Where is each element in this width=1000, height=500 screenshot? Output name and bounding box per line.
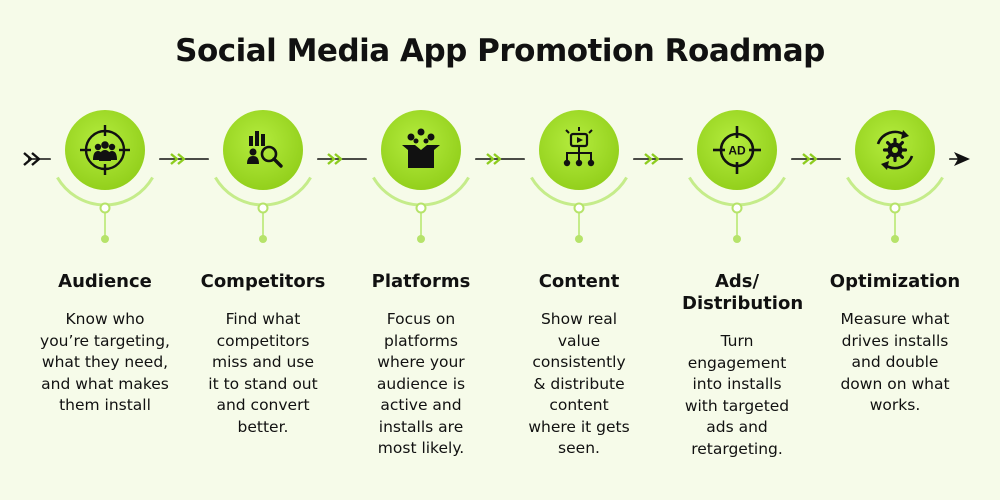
start-arrow-icon	[23, 152, 41, 166]
step-description-competitors: Find what competitors miss and use it to…	[208, 310, 318, 436]
step-node-2	[208, 95, 318, 243]
step-node-1	[50, 95, 160, 243]
end-arrow-icon	[954, 152, 970, 166]
content-distribution-icon	[563, 127, 595, 167]
step-title-platforms: Platforms	[371, 271, 471, 292]
step-title-content: Content	[538, 271, 620, 292]
step-description-audience: Know who you’re targeting, what they nee…	[40, 310, 170, 414]
social-platforms-box-icon	[402, 128, 440, 168]
step-description-platforms: Focus on platforms where your audience i…	[376, 310, 466, 457]
audience-target-icon	[80, 125, 130, 175]
optimization-gear-icon	[876, 130, 914, 170]
step-title-audience: Audience	[58, 271, 152, 292]
step-title-ads-distribution: Ads/ Distribution	[682, 271, 804, 314]
connector-chevrons	[170, 153, 818, 165]
step-description-optimization: Measure what drives installs and double …	[840, 310, 950, 414]
step-title-optimization: Optimization	[829, 271, 961, 292]
svg-text:AD: AD	[728, 144, 746, 158]
step-node-4	[524, 95, 634, 243]
step-description-ads-distribution: Turn engagement into installs with targe…	[684, 332, 790, 458]
page-title: Social Media App Promotion Roadmap	[175, 33, 825, 69]
step-node-3	[366, 95, 476, 243]
step-description-content: Show real value consistently & distribut…	[528, 310, 630, 457]
ad-target-icon: AD	[713, 126, 761, 174]
step-node-5	[682, 95, 792, 243]
step-title-competitors: Competitors	[200, 271, 326, 292]
competitor-analysis-icon	[247, 131, 283, 168]
